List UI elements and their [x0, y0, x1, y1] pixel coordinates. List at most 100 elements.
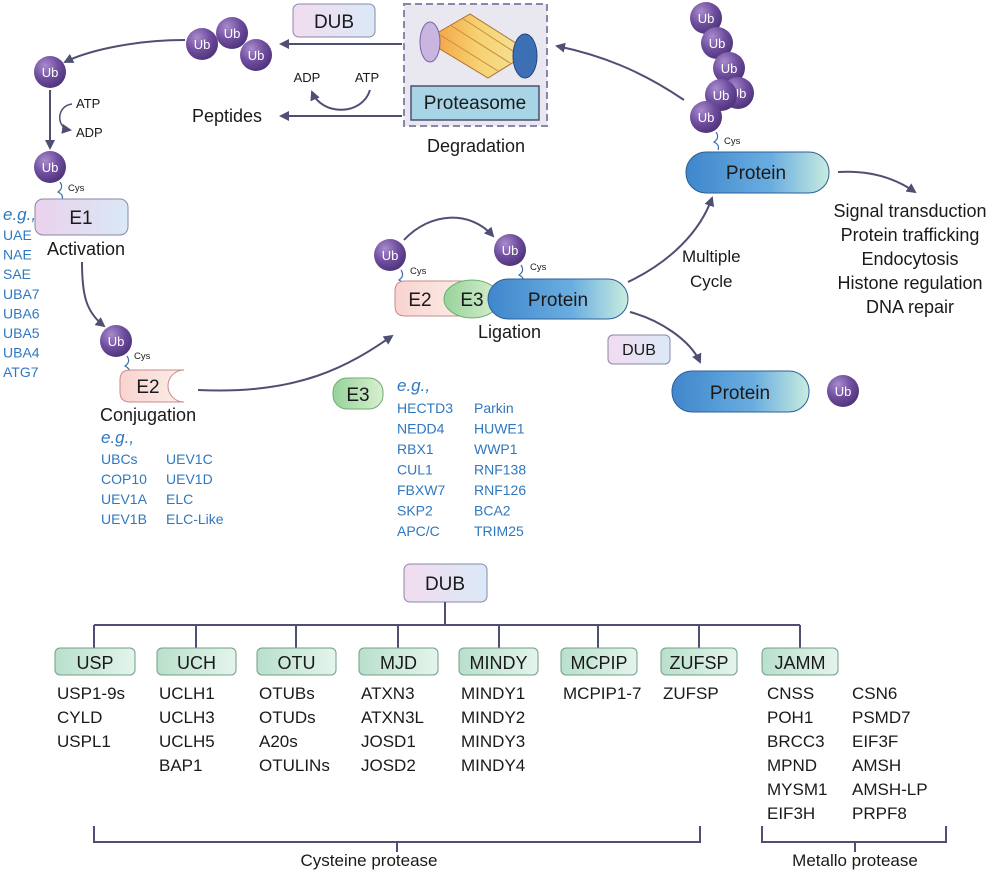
- conjugation-example: COP10: [101, 471, 147, 487]
- dub-box-mid: [607, 334, 671, 365]
- dub-label-top: DUB: [314, 12, 354, 33]
- dub-family-box: [761, 647, 839, 676]
- conjugation-example: ELC: [166, 491, 193, 507]
- peptides-label: Peptides: [192, 106, 262, 126]
- ligation-example: Parkin: [474, 400, 514, 416]
- dub-family-box: [156, 647, 237, 676]
- arrow-e1-to-e2: [81, 261, 106, 328]
- dub-family-member: USP1-9s: [57, 684, 125, 703]
- dub-family-member: A20s: [259, 732, 298, 751]
- proteasome-label: Proteasome: [424, 93, 526, 114]
- atp-label-left: ATP: [76, 96, 100, 111]
- signaling-functions: Signal transduction Protein trafficking …: [833, 201, 986, 317]
- dub-family-member: EIF3H: [767, 804, 815, 823]
- svg-text:Ub: Ub: [502, 243, 519, 258]
- atp-adp-loop: [310, 89, 371, 111]
- ligation-protein: [487, 278, 629, 320]
- dub-family-name: USP: [76, 653, 113, 673]
- dub-family-box: [458, 647, 539, 676]
- dub-family-member: EIF3F: [852, 732, 898, 751]
- ligation-example: NEDD4: [397, 421, 445, 437]
- svg-text:Ub: Ub: [835, 384, 852, 399]
- e1-cys-label: Cys: [68, 183, 85, 194]
- dub-family-member: ATXN3: [361, 684, 415, 703]
- polyub-cys-label: Cys: [724, 136, 741, 147]
- dub-family-member: AMSH-LP: [852, 780, 928, 799]
- svg-text:Ub: Ub: [713, 88, 730, 103]
- e3-badge: [332, 377, 384, 410]
- atp-adp-curve-left: [59, 103, 73, 134]
- dub-family-member: OTUDs: [259, 708, 316, 727]
- activation-example: NAE: [3, 247, 32, 263]
- conjugation-eg: e.g.,: [101, 428, 134, 447]
- conjugation-example: UEV1B: [101, 511, 147, 527]
- dub-family-name: UCH: [177, 653, 216, 673]
- dub-tree-branches: [93, 602, 801, 648]
- conjugation-example: UEV1C: [166, 451, 213, 467]
- e1-box: [34, 198, 129, 236]
- free-protein: [671, 370, 810, 413]
- dub-family-member: MCPIP1-7: [563, 684, 641, 703]
- e2-cys-label: Cys: [134, 351, 151, 362]
- dub-family-member: CNSS: [767, 684, 814, 703]
- dub-family-member: PRPF8: [852, 804, 907, 823]
- e3-badge-label: E3: [346, 385, 369, 406]
- function-3: Endocytosis: [861, 249, 958, 269]
- ligation-example: RNF138: [474, 462, 526, 478]
- ligation-example: RBX1: [397, 441, 434, 457]
- dub-family-member: MYSM1: [767, 780, 827, 799]
- ligation-cys-right: Cys: [530, 262, 547, 273]
- conjugation-example: UBCs: [101, 451, 138, 467]
- free-ub-ball: Ub: [34, 56, 66, 88]
- function-1: Signal transduction: [833, 201, 986, 221]
- e2-ub-ball: Ub: [100, 325, 132, 357]
- dub-family-member: MINDY4: [461, 756, 525, 775]
- conjugation-example: UEV1A: [101, 491, 148, 507]
- arrow-deubiquitination: [629, 311, 702, 364]
- dub-family-name: ZUFSP: [669, 653, 728, 673]
- ubiquitinated-protein: [685, 151, 830, 194]
- dub-family-name: MINDY: [470, 653, 528, 673]
- ligation-protein-label: Protein: [528, 290, 588, 311]
- dub-family-member: JOSD2: [361, 756, 416, 775]
- svg-text:Ub: Ub: [709, 36, 726, 51]
- dub-family-name: OTU: [278, 653, 316, 673]
- dub-family-member: POH1: [767, 708, 813, 727]
- ligation-example: HECTD3: [397, 400, 453, 416]
- polyub-chain: Ub Ub Ub Ub Ub Ub: [690, 2, 754, 133]
- dub-family-member: AMSH: [852, 756, 901, 775]
- dub-family-name: MCPIP: [570, 653, 627, 673]
- activation-example: UBA7: [3, 286, 40, 302]
- ligation-example: APC/C: [397, 523, 440, 539]
- free-ub-chain: Ub Ub Ub: [186, 17, 272, 71]
- dub-family-member: USPL1: [57, 732, 111, 751]
- dub-family-member: UCLH3: [159, 708, 215, 727]
- ligation-example: CUL1: [397, 462, 433, 478]
- activation-example: UBA6: [3, 305, 40, 321]
- svg-text:Ub: Ub: [698, 11, 715, 26]
- svg-text:Ub: Ub: [224, 26, 241, 41]
- proteasome-panel: Proteasome: [403, 3, 548, 127]
- e1-label: E1: [69, 208, 92, 229]
- multiple-cycle-line1: Multiple: [682, 247, 741, 266]
- ligation-example: HUWE1: [474, 421, 525, 437]
- svg-text:Ub: Ub: [698, 110, 715, 125]
- dub-tree-root-label: DUB: [425, 574, 465, 595]
- dub-family-member: MPND: [767, 756, 817, 775]
- dub-family-member: MINDY3: [461, 732, 525, 751]
- cysteine-protease-label: Cysteine protease: [300, 851, 437, 870]
- multiple-cycle-line2: Cycle: [690, 272, 733, 291]
- svg-text:Ub: Ub: [42, 160, 59, 175]
- e1-ub-ball: Ub: [34, 151, 66, 183]
- e2-label: E2: [136, 377, 159, 398]
- adp-label-top: ADP: [294, 70, 321, 85]
- function-5: DNA repair: [866, 297, 954, 317]
- svg-text:Ub: Ub: [248, 48, 265, 63]
- dub-family-member: MINDY2: [461, 708, 525, 727]
- svg-text:Ub: Ub: [194, 37, 211, 52]
- dub-label-mid: DUB: [622, 342, 656, 359]
- dub-family-member: MINDY1: [461, 684, 525, 703]
- released-ub-ball: Ub: [827, 375, 859, 407]
